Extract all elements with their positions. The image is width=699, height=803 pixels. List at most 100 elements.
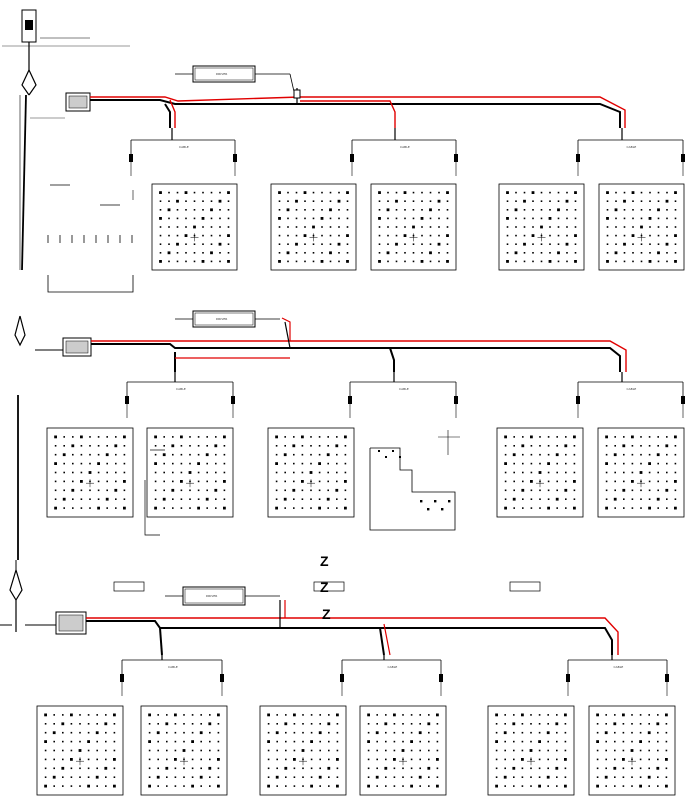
led-dot bbox=[403, 191, 407, 194]
led-dot bbox=[286, 208, 290, 212]
led-dot bbox=[219, 234, 221, 237]
led-dot bbox=[665, 749, 668, 752]
led-dot bbox=[53, 714, 55, 716]
led-dot bbox=[157, 749, 159, 752]
led-dot bbox=[614, 776, 616, 778]
led-dot bbox=[506, 209, 509, 211]
junction-inner bbox=[58, 614, 84, 632]
led-dot bbox=[622, 767, 625, 770]
led-dot bbox=[666, 462, 668, 465]
power-supply-label: DRIVER bbox=[216, 317, 227, 321]
led-dot bbox=[223, 498, 226, 500]
led-dot bbox=[386, 251, 390, 255]
led-dot bbox=[114, 488, 118, 492]
led-dot bbox=[208, 722, 212, 726]
led-dot bbox=[666, 234, 668, 237]
led-dot bbox=[605, 489, 608, 492]
led-dot bbox=[615, 226, 617, 228]
led-dot bbox=[174, 713, 177, 717]
led-dot bbox=[656, 497, 660, 501]
led-dot bbox=[429, 200, 432, 202]
led-dot bbox=[154, 453, 157, 456]
led-dot bbox=[523, 260, 526, 263]
led-dot bbox=[79, 785, 81, 787]
led-dot bbox=[632, 209, 634, 211]
led-dot bbox=[648, 506, 651, 510]
led-dot bbox=[556, 462, 558, 465]
led-dot bbox=[285, 740, 287, 743]
led-dot bbox=[72, 480, 74, 483]
led-dot bbox=[309, 471, 313, 474]
led-dot bbox=[631, 740, 633, 743]
led-dot bbox=[674, 226, 677, 228]
led-dot bbox=[666, 217, 668, 220]
led-dot bbox=[189, 445, 191, 447]
led-dot bbox=[304, 252, 306, 254]
led-dot bbox=[429, 191, 432, 194]
led-dot bbox=[515, 260, 517, 263]
wire bbox=[21, 94, 27, 271]
led-dot bbox=[412, 191, 415, 194]
led-dot bbox=[214, 488, 218, 492]
led-dot bbox=[206, 445, 208, 447]
splitter-label: CABLE bbox=[399, 387, 409, 391]
led-dot bbox=[63, 480, 65, 483]
led-dot bbox=[227, 252, 230, 254]
led-dot bbox=[193, 209, 196, 211]
led-dot bbox=[223, 445, 226, 447]
led-dot bbox=[665, 740, 668, 743]
led-dot bbox=[154, 480, 157, 483]
led-dot bbox=[210, 260, 213, 263]
led-dot bbox=[384, 722, 388, 726]
led-dot bbox=[504, 480, 507, 483]
led-dot bbox=[385, 456, 387, 458]
junction-box-icon bbox=[65, 92, 91, 112]
led-dot bbox=[267, 749, 270, 752]
led-dot bbox=[428, 749, 430, 752]
led-dot bbox=[113, 776, 116, 778]
led-dot bbox=[506, 217, 509, 220]
connector-icon bbox=[120, 674, 124, 682]
led-dot bbox=[622, 785, 625, 787]
led-dot bbox=[504, 785, 506, 787]
led-dot bbox=[531, 191, 535, 194]
legend-box bbox=[509, 581, 541, 592]
led-dot bbox=[301, 471, 304, 474]
led-dot bbox=[428, 758, 430, 761]
led-dot bbox=[87, 749, 90, 752]
led-dot bbox=[614, 731, 616, 734]
led-dot bbox=[556, 436, 558, 438]
led-dot bbox=[631, 191, 635, 194]
led-dot bbox=[328, 749, 330, 752]
led-dot bbox=[410, 784, 413, 788]
led-dot bbox=[191, 776, 194, 778]
led-dot bbox=[596, 784, 599, 788]
led-dot bbox=[96, 740, 98, 743]
led-dot bbox=[523, 209, 526, 211]
led-dot bbox=[53, 749, 55, 752]
led-dot bbox=[199, 731, 203, 735]
led-dot bbox=[639, 731, 642, 734]
led-dot bbox=[393, 731, 396, 734]
led-dot bbox=[546, 731, 550, 735]
led-dot bbox=[335, 488, 339, 492]
left-cable-runs bbox=[0, 9, 130, 632]
led-dot bbox=[168, 191, 170, 194]
led-dot bbox=[278, 226, 281, 228]
led-dot bbox=[176, 199, 179, 203]
led-dot bbox=[284, 489, 286, 492]
led-dot bbox=[530, 731, 532, 734]
led-dot bbox=[419, 749, 421, 752]
led-dot bbox=[338, 217, 340, 220]
led-dot bbox=[596, 776, 599, 778]
led-dot bbox=[547, 506, 550, 510]
led-dot bbox=[657, 251, 660, 255]
led-dot bbox=[515, 226, 517, 228]
led-dot bbox=[438, 209, 440, 211]
led-dot bbox=[549, 200, 551, 202]
led-dot bbox=[209, 714, 211, 716]
led-dot bbox=[656, 722, 660, 726]
led-dot bbox=[205, 453, 209, 457]
led-dot bbox=[293, 749, 296, 752]
led-dot bbox=[564, 784, 567, 788]
